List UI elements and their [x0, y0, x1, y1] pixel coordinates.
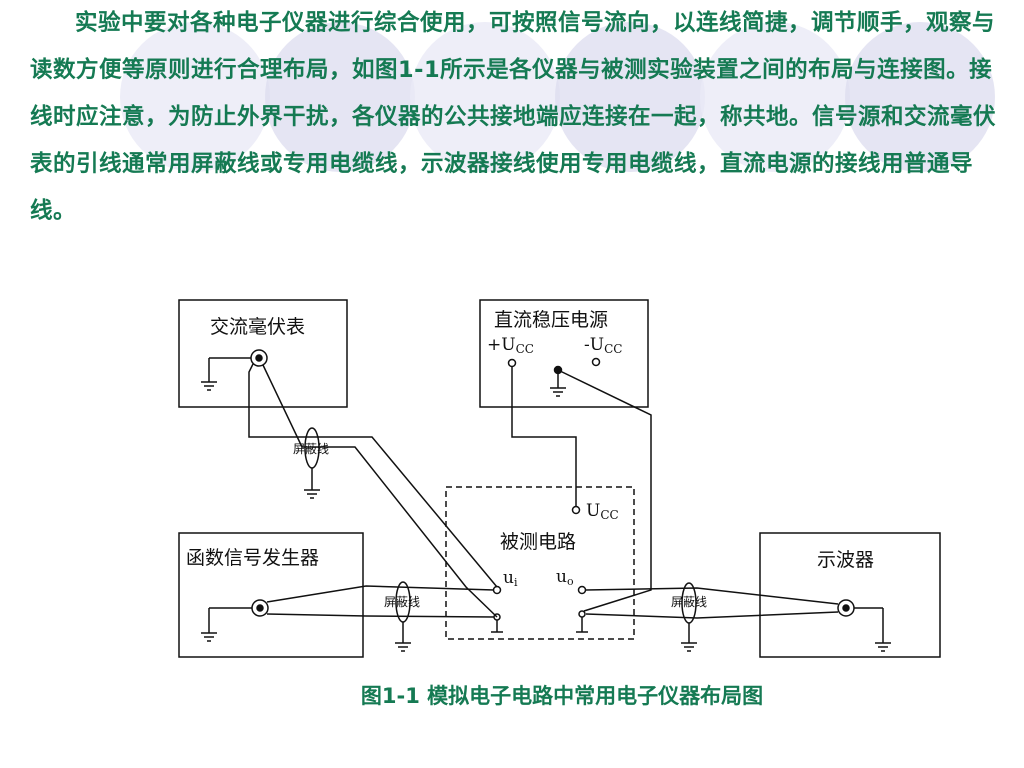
circuit-under-test-box — [445, 486, 635, 640]
decor-circle-1 — [120, 22, 270, 172]
minus-ucc-label: -UCC — [584, 335, 622, 356]
uo-label: uo — [556, 567, 574, 588]
shielded-wire-label-top: 屏蔽线 — [293, 442, 329, 456]
dc-power-supply-label: 直流稳压电源 — [494, 309, 608, 331]
ac-millivoltmeter-label: 交流毫伏表 — [210, 316, 305, 338]
dc-power-supply-box — [479, 299, 649, 408]
decor-circle-6 — [845, 22, 995, 172]
decor-circle-4 — [555, 22, 705, 172]
shielded-wire-label-right: 屏蔽线 — [671, 595, 707, 609]
figure-caption: 图1-1 模拟电子电路中常用电子仪器布局图 — [360, 684, 764, 708]
decor-circle-5 — [700, 22, 850, 172]
function-generator-label: 函数信号发生器 — [186, 547, 319, 569]
ac-millivoltmeter-box — [178, 299, 348, 408]
minus-ucc-terminal — [591, 357, 601, 367]
ui-label: ui — [503, 568, 518, 589]
ui-terminal — [492, 585, 502, 595]
circuit-under-test-label: 被测电路 — [500, 531, 576, 553]
output-ground-terminal — [578, 610, 586, 618]
plus-ucc-terminal — [507, 358, 517, 368]
instrument-layout-diagram: 交流毫伏表 直流稳压电源 +UCC -UCC UCC 被测电路 函数信号发生器 … — [178, 299, 941, 658]
ucc-terminal-label: UCC — [586, 501, 619, 522]
function-generator-box — [178, 532, 364, 658]
oscilloscope-label: 示波器 — [817, 549, 874, 571]
shielded-wire-label-left: 屏蔽线 — [384, 595, 420, 609]
decor-circle-3 — [410, 22, 560, 172]
plus-ucc-label: +UCC — [487, 335, 534, 356]
uo-terminal — [577, 585, 587, 595]
body-paragraph: 实验中要对各种电子仪器进行综合使用，可按照信号流向，以连线简捷，调节顺手，观察与… — [30, 10, 997, 224]
decor-circle-2 — [265, 22, 415, 172]
